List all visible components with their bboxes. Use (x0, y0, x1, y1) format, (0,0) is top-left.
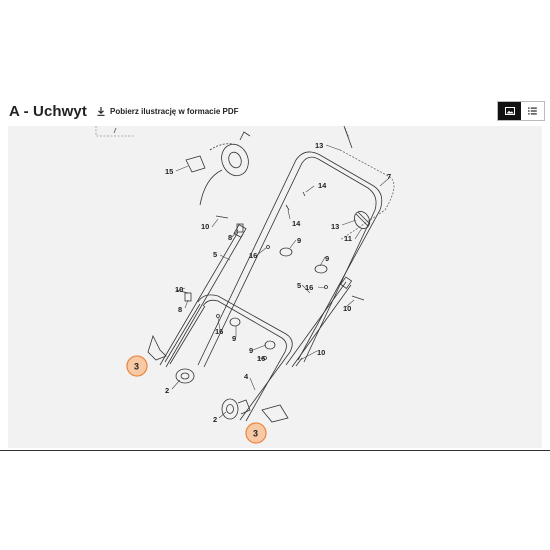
highlight-callout-3-right[interactable]: 3 (245, 422, 267, 444)
cable-top (343, 125, 353, 149)
callout-16a[interactable]: 16 (249, 251, 257, 260)
download-icon (97, 107, 105, 116)
lower-handle-left-drawing (159, 224, 247, 368)
callout-5b[interactable]: 5 (297, 281, 301, 290)
callout-10b[interactable]: 10 (175, 285, 183, 294)
list-icon (528, 107, 537, 115)
cable-dashed (339, 127, 395, 241)
svg-text:3[interactable]: 3 (134, 362, 139, 372)
brake-lever-drawing (185, 131, 251, 206)
section-header: A - Uchwyt Pobierz ilustrację w formacie… (0, 100, 550, 126)
lower-handle-right-drawing (285, 276, 353, 368)
knob-9d (264, 340, 276, 350)
callout-8a[interactable]: 8 (228, 233, 232, 242)
callout-2b[interactable]: 2 (213, 415, 217, 424)
callout-10a[interactable]: 10 (201, 222, 209, 231)
middle-frame-drawing (164, 294, 293, 422)
knob-drawing (354, 211, 371, 229)
callout-8b[interactable]: 8 (178, 305, 182, 314)
diagram-panel (8, 126, 542, 448)
panel-corner-dash (95, 126, 135, 137)
knob-9b (314, 264, 328, 274)
download-pdf-label: Pobierz ilustrację w formacie PDF (110, 107, 239, 116)
screw-10a (215, 215, 229, 219)
pin-14a (302, 191, 306, 197)
callout-9c[interactable]: 9 (232, 334, 236, 343)
pin-16a (266, 245, 270, 249)
pin-14b (285, 204, 290, 211)
callout-4[interactable]: 4 (244, 372, 249, 381)
pin-16b (324, 285, 328, 289)
upper-handle-drawing (197, 151, 383, 368)
callout-16b[interactable]: 16 (305, 283, 313, 292)
panel-corner-mark (113, 127, 117, 134)
screw-10c (175, 289, 189, 294)
callout-9a[interactable]: 9 (297, 236, 301, 245)
page-title: A - Uchwyt (9, 103, 87, 120)
screw-10b (351, 295, 365, 301)
download-pdf-link[interactable]: Pobierz ilustrację w formacie PDF (97, 107, 238, 116)
nut-8a (236, 223, 244, 233)
view-toggle (497, 101, 545, 121)
pin-16c (216, 314, 220, 318)
clamp-lever-left-drawing (147, 334, 167, 361)
callout-9b[interactable]: 9 (325, 254, 329, 263)
callout-16d[interactable]: 16 (257, 354, 265, 363)
callout-16c[interactable]: 16 (215, 327, 223, 336)
knob-9a (279, 247, 293, 257)
svg-text:3[interactable]: 3 (253, 429, 258, 439)
callout-15[interactable]: 15 (165, 167, 173, 176)
star-knob-left-drawing (175, 368, 195, 384)
image-icon (504, 107, 515, 115)
callout-10d[interactable]: 10 (317, 348, 325, 357)
bottom-divider (0, 450, 550, 451)
list-view-button[interactable] (521, 102, 544, 120)
callout-7[interactable]: 7 (387, 172, 391, 181)
callout-9d[interactable]: 9 (249, 346, 253, 355)
callout-11[interactable]: 11 (344, 234, 352, 243)
callout-5a[interactable]: 5 (213, 250, 217, 259)
star-knob-right-drawing (221, 398, 251, 420)
nut-8b (184, 292, 192, 302)
image-view-button[interactable] (498, 102, 521, 120)
callout-14b[interactable]: 14 (292, 219, 301, 228)
knob-9c (229, 317, 241, 327)
callout-13b[interactable]: 13 (331, 222, 339, 231)
callout-2a[interactable]: 2 (165, 386, 169, 395)
clamp-lever-right-drawing (261, 404, 289, 423)
callout-14a[interactable]: 14 (318, 181, 327, 190)
callout-13a[interactable]: 13 (315, 141, 323, 150)
highlight-callout-3-left[interactable]: 3 (126, 355, 148, 377)
callout-10c[interactable]: 10 (343, 304, 351, 313)
